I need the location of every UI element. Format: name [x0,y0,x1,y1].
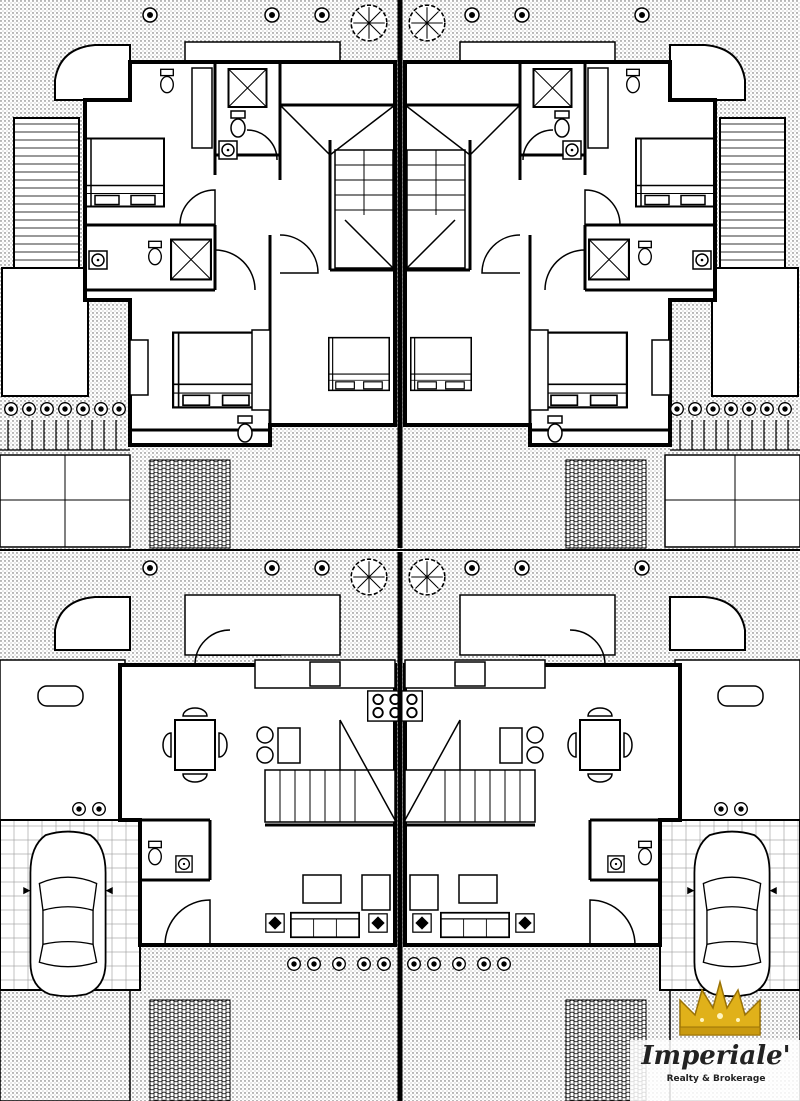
logo-name: Imperiale' [640,1041,790,1071]
imperiale-logo: Imperiale' Realty & Brokerage [630,979,800,1101]
crown-icon [679,979,761,1036]
logo-tagline: Realty & Brokerage [667,1074,766,1084]
upper-floor-plan [0,0,800,550]
ground-floor-plan [0,552,800,1101]
